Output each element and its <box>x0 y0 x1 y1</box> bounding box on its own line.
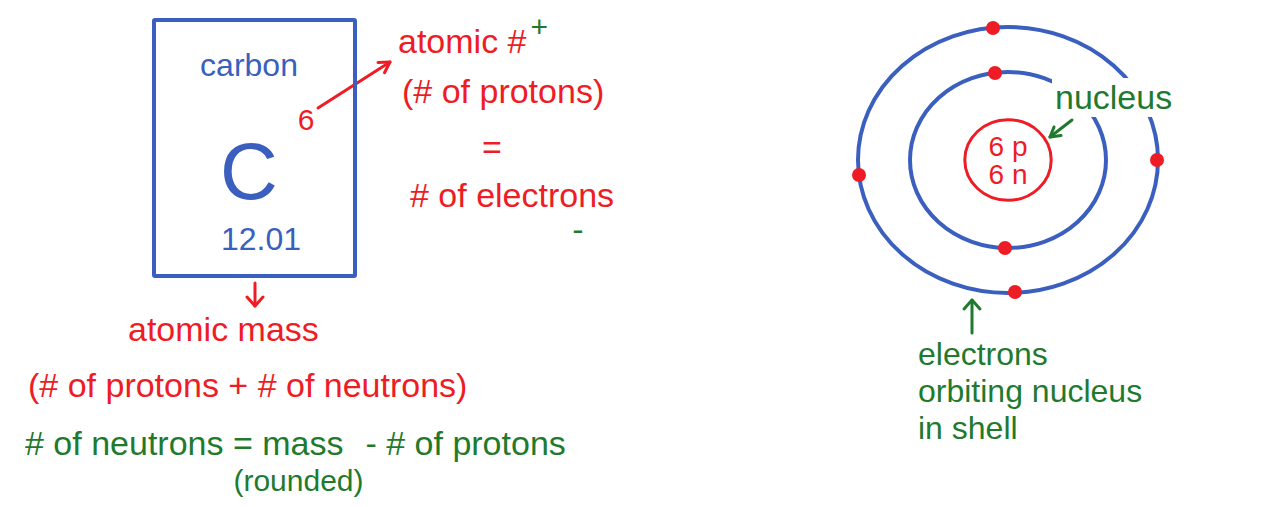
formula-text: (# of protons + # of neutrons) <box>28 366 467 405</box>
electron-dot <box>1008 285 1022 299</box>
arrow-head <box>1050 127 1061 137</box>
proton-count: 6 p <box>989 132 1028 163</box>
callout-label: nucleus <box>1052 78 1175 117</box>
neutron-count: 6 n <box>989 160 1028 191</box>
annotation-text: # of electrons <box>410 176 614 215</box>
element-symbol: C <box>220 128 278 216</box>
arrow-head <box>378 62 390 73</box>
charge-sign: + <box>531 10 549 45</box>
nucleus-outline <box>965 120 1051 201</box>
electron-dot <box>988 66 1002 80</box>
charge-sign: - <box>572 210 583 249</box>
leader-line <box>971 300 974 333</box>
leader-line <box>254 283 257 306</box>
formula-note: (rounded) <box>233 464 363 499</box>
electron-dot <box>986 21 1000 35</box>
electron-dot <box>852 168 866 182</box>
annotation-text: atomic mass <box>128 310 319 349</box>
annotation-text: (# of protons) <box>402 72 604 111</box>
electron-dot <box>998 241 1012 255</box>
formula-text: # of neutrons = mass <box>25 424 343 463</box>
callout-label: electrons orbiting nucleus in shell <box>918 336 1152 446</box>
element-name: carbon <box>200 48 298 83</box>
outer-shell <box>858 27 1158 293</box>
atomic-number: 6 <box>298 103 315 136</box>
formula-text: - # of protons <box>365 424 565 463</box>
arrow-head <box>247 297 263 306</box>
annotation-text: atomic # <box>398 22 527 61</box>
leader-line <box>1050 120 1072 137</box>
element-box: carbonC6 12.01 <box>152 18 357 278</box>
electron-dot <box>1150 153 1164 167</box>
equals-sign: = <box>482 128 502 167</box>
arrow-head <box>964 300 980 309</box>
atomic-mass-value: 12.01 <box>221 222 301 257</box>
nucleus-circle: 6 p6 n <box>963 118 1053 202</box>
